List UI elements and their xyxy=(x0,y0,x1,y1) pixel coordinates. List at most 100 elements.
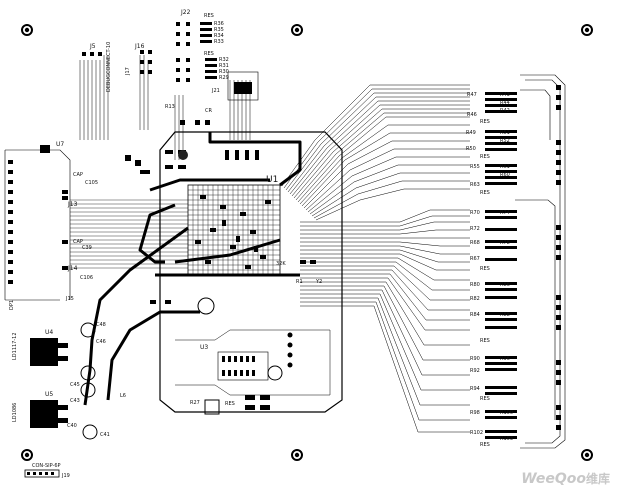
c39-label: C39 xyxy=(82,245,92,251)
res-label: R63 xyxy=(470,182,480,188)
j22-label: J22 xyxy=(180,9,191,16)
res-tag: RES xyxy=(480,338,490,344)
res-label: R92 xyxy=(470,368,480,374)
res-label: R55 xyxy=(470,164,480,170)
r1-label: R1 xyxy=(296,279,303,285)
res-label: R68 xyxy=(470,240,480,246)
res-label: R52 xyxy=(500,138,510,144)
mounting-holes xyxy=(21,24,593,461)
y2-label: Y2 xyxy=(315,279,322,285)
32k-label: 32K xyxy=(276,261,286,267)
j15-label: J15 xyxy=(65,296,74,302)
res-label: R43 xyxy=(500,92,510,98)
res-tag: RES xyxy=(480,119,490,125)
res-label: R31 xyxy=(219,63,229,69)
res-tag: RES xyxy=(480,396,490,402)
passives-cluster xyxy=(125,120,316,410)
res-label: R98 xyxy=(470,410,480,416)
res-label: R36 xyxy=(214,21,224,27)
res-label: R102 xyxy=(470,430,483,436)
res-tag: RES xyxy=(480,266,490,272)
u7-label: U7 xyxy=(56,141,64,148)
l6-label: L6 xyxy=(120,393,126,399)
res-label: R96 xyxy=(500,356,510,362)
right-resistor-pads xyxy=(485,92,517,439)
u5-label: U5 xyxy=(45,391,53,398)
watermark: WeeQoo维库 xyxy=(521,470,610,487)
res-label: R30 xyxy=(219,69,229,75)
capacitor-labels: C48 C46 C45 C43 C41 C40 L6 xyxy=(67,322,126,438)
sip-connector: CON-SIP-6P J19 xyxy=(24,463,70,479)
res-label: R80 xyxy=(470,282,480,288)
c46-label: C46 xyxy=(96,339,106,345)
res-label: R74 xyxy=(500,210,510,216)
ldo2-label: LD1086 xyxy=(12,403,18,422)
res-label: R33 xyxy=(214,39,224,45)
c45-label: C45 xyxy=(70,382,80,388)
cap-label: CAP xyxy=(73,239,83,245)
res-tag: RES xyxy=(480,154,490,160)
res-label: R94 xyxy=(470,386,480,392)
right-resistor-labels: R47 R46 R43 R44 R42 R49 R50 R51 R52 R55 … xyxy=(466,92,513,448)
res-label: R46 xyxy=(467,112,477,118)
res-label: R78 xyxy=(500,240,510,246)
res-label: R42 xyxy=(500,108,510,114)
dp1-label: DP1 xyxy=(9,300,15,310)
c40-label: C40 xyxy=(67,423,77,429)
res-label: R67 xyxy=(470,256,480,262)
cap-label: CAP xyxy=(73,172,83,178)
res-label: R34 xyxy=(214,33,224,39)
debug-connector-label: DEBUGCONNECT-10 xyxy=(106,42,112,92)
res-label: R50 xyxy=(466,146,476,152)
u1-label: U1 xyxy=(266,175,278,185)
watermark-cn: 维库 xyxy=(585,472,610,486)
res-label: R29 xyxy=(219,75,229,81)
left-connectors: J13 J14 J15 DP1 CAP C105 CAP C39 C106 U7 xyxy=(4,141,188,310)
res-label: R47 xyxy=(467,92,477,98)
u3-label: U3 xyxy=(200,344,208,351)
fanout-traces-upper xyxy=(281,84,470,221)
res-label: R103 xyxy=(500,436,513,442)
debug-connector: DEBUGCONNECT-10 J5 J16 J21 J17 xyxy=(79,42,259,160)
res-label: R82 xyxy=(470,296,480,302)
r27-label: R27 xyxy=(190,400,200,406)
res-tag: RES xyxy=(204,51,214,57)
res-label: R60 xyxy=(500,172,510,178)
c43-label: C43 xyxy=(70,398,80,404)
central-outline xyxy=(159,131,343,413)
res-tag: RES xyxy=(204,13,214,19)
res-label: R61 xyxy=(500,164,510,170)
regulator-u4: U4 LD1117-12 xyxy=(12,329,68,366)
right-header-pins xyxy=(556,85,561,430)
top-resistor-block: R36 R35 R34 R33 R32 R31 R30 R29 RES RES … xyxy=(176,9,229,82)
u4-label: U4 xyxy=(45,329,53,336)
sip-label: CON-SIP-6P xyxy=(32,463,61,469)
right-bus xyxy=(515,74,566,449)
res-label: R51 xyxy=(500,130,510,136)
j21-label: J21 xyxy=(211,88,220,94)
ldo1-label: LD1117-12 xyxy=(12,332,18,360)
res-label: R35 xyxy=(214,27,224,33)
j14-label: J14 xyxy=(67,265,78,272)
c106-label: C106 xyxy=(80,275,93,281)
res-label: R86 xyxy=(500,282,510,288)
regulator-u5: U5 LD1086 xyxy=(12,391,68,428)
res-label: R90 xyxy=(470,356,480,362)
res-tag: RES xyxy=(225,401,235,407)
fanout-traces-lower xyxy=(300,209,470,433)
j13-label: J13 xyxy=(67,201,78,208)
res-label: R44 xyxy=(500,100,510,106)
c48-label: C48 xyxy=(96,322,106,328)
res-label: R100 xyxy=(500,410,513,416)
watermark-brand: WeeQoo xyxy=(521,471,586,487)
j16-label: J16 xyxy=(134,43,145,50)
res-label: R72 xyxy=(470,226,480,232)
res-label: R32 xyxy=(219,57,229,63)
j17-label: J17 xyxy=(125,67,131,76)
res-tag: RES xyxy=(480,442,490,448)
ic-u3-region: U3 R27 RES R1 Y2 32K R13 CR xyxy=(165,104,331,407)
cr-label: CR xyxy=(205,108,212,114)
res-label: R88 xyxy=(500,312,510,318)
r13-label: R13 xyxy=(165,104,175,110)
